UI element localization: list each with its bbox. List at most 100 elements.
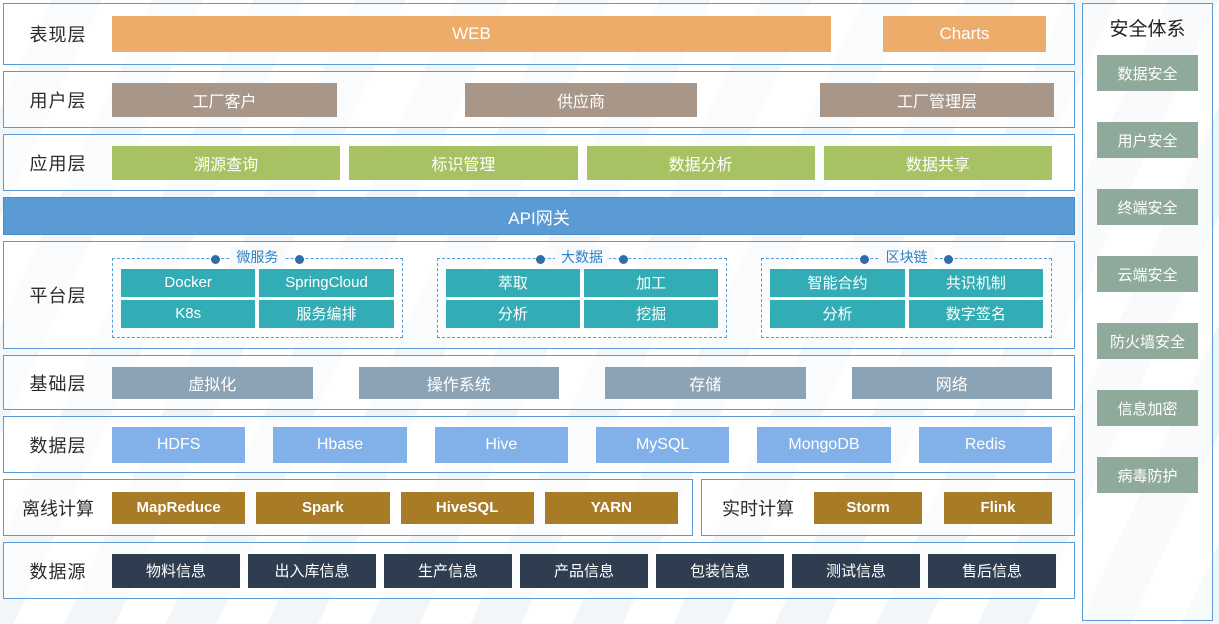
chip-smart-contract[interactable]: 智能合约 [770, 268, 905, 297]
panel-offline-compute: 离线计算 MapReduce Spark HiveSQL YARN [3, 479, 693, 536]
security-item-data[interactable]: 数据安全 [1097, 55, 1198, 91]
chip-factory-management[interactable]: 工厂管理层 [820, 82, 1054, 117]
panel-offline-compute-label: 离线计算 [22, 498, 94, 519]
connector-dot-right-icon [619, 254, 629, 264]
connector-dot-right-icon [294, 254, 304, 264]
security-item-encryption[interactable]: 信息加密 [1097, 390, 1198, 426]
security-item-firewall[interactable]: 防火墙安全 [1097, 323, 1198, 359]
chip-warehouse-info[interactable]: 出入库信息 [248, 553, 376, 588]
chip-data-sharing[interactable]: 数据共享 [823, 145, 1052, 180]
chip-testing-info[interactable]: 测试信息 [792, 553, 920, 588]
chip-yarn[interactable]: YARN [544, 491, 678, 524]
chip-aftersales-info[interactable]: 售后信息 [928, 553, 1056, 588]
connector-dot-left-icon [211, 254, 221, 264]
layer-data: 数据层 HDFS Hbase Hive MySQL MongoDB Redis [3, 416, 1075, 473]
layer-user: 用户层 工厂客户 供应商 工厂管理层 [3, 71, 1075, 128]
chip-flink[interactable]: Flink [944, 491, 1052, 524]
chip-analysis-blockchain[interactable]: 分析 [770, 299, 905, 328]
compute-row: 离线计算 MapReduce Spark HiveSQL YARN 实时计算 S… [3, 479, 1075, 536]
chip-hive[interactable]: Hive [434, 426, 568, 463]
chip-consensus[interactable]: 共识机制 [908, 268, 1044, 297]
panel-realtime-compute: 实时计算 Storm Flink [701, 479, 1075, 536]
chip-hbase[interactable]: Hbase [273, 426, 407, 463]
layer-data-source-label: 数据源 [29, 561, 87, 582]
chip-mysql[interactable]: MySQL [595, 426, 730, 463]
security-item-antivirus[interactable]: 病毒防护 [1097, 457, 1198, 493]
platform-group-row: Docker SpringCloud [121, 268, 394, 297]
platform-group-blockchain: 区块链 智能合约 共识机制 分析 数字签名 [761, 247, 1053, 338]
panel-realtime-compute-items: Storm Flink [814, 491, 1074, 524]
chip-extract[interactable]: 萃取 [445, 268, 581, 297]
chip-charts[interactable]: Charts [883, 16, 1046, 52]
chip-spark[interactable]: Spark [256, 491, 390, 524]
connector-dot-right-icon [943, 254, 953, 264]
chip-trace-query[interactable]: 溯源查询 [112, 145, 341, 180]
chip-network[interactable]: 网络 [851, 366, 1052, 399]
chip-k8s[interactable]: K8s [121, 299, 256, 328]
security-item-user[interactable]: 用户安全 [1097, 122, 1198, 158]
architecture-stack: 表现层 WEB Charts 用户层 工厂客户 供应商 工厂管理层 应用层 溯源… [3, 3, 1075, 621]
platform-group-bigdata-title: 大数据 [555, 247, 609, 267]
layer-presentation: 表现层 WEB Charts [3, 3, 1075, 65]
chip-service-orchestration[interactable]: 服务编排 [259, 299, 394, 328]
layer-presentation-items: WEB Charts [112, 4, 1074, 64]
platform-group-microservice-title: 微服务 [230, 247, 285, 267]
platform-group-bigdata: 大数据 萃取 加工 分析 挖掘 [436, 247, 728, 338]
chip-storage[interactable]: 存储 [605, 366, 806, 399]
chip-digital-signature[interactable]: 数字签名 [908, 299, 1044, 328]
chip-storm[interactable]: Storm [814, 491, 922, 524]
layer-application-items: 溯源查询 标识管理 数据分析 数据共享 [112, 135, 1074, 190]
chip-docker[interactable]: Docker [121, 268, 256, 297]
layer-infrastructure-items: 虚拟化 操作系统 存储 网络 [112, 356, 1074, 409]
chip-packaging-info[interactable]: 包装信息 [656, 553, 784, 588]
chip-analysis-bigdata[interactable]: 分析 [445, 299, 581, 328]
layer-application-label: 应用层 [29, 153, 87, 174]
chip-supplier[interactable]: 供应商 [465, 82, 697, 117]
layer-data-source-items: 物料信息 出入库信息 生产信息 产品信息 包装信息 测试信息 售后信息 [112, 543, 1074, 598]
chip-material-info[interactable]: 物料信息 [112, 553, 240, 588]
api-gateway-bar[interactable]: API网关 [3, 197, 1075, 235]
layer-platform-groups: 微服务 Docker SpringCloud K8s 服务编排 大数据 [112, 242, 1074, 348]
layer-presentation-label: 表现层 [29, 25, 87, 45]
chip-mapreduce[interactable]: MapReduce [112, 491, 246, 524]
security-item-cloud[interactable]: 云端安全 [1097, 256, 1198, 292]
platform-group-row: 智能合约 共识机制 [770, 268, 1044, 297]
layer-infrastructure: 基础层 虚拟化 操作系统 存储 网络 [3, 355, 1075, 410]
chip-redis[interactable]: Redis [918, 426, 1052, 463]
platform-group-row: 分析 数字签名 [770, 299, 1044, 328]
layer-data-items: HDFS Hbase Hive MySQL MongoDB Redis [112, 417, 1074, 472]
connector-dot-left-icon [535, 254, 545, 264]
security-panel-title: 安全体系 [1109, 19, 1186, 40]
panel-realtime-compute-label: 实时计算 [722, 498, 794, 519]
chip-product-info[interactable]: 产品信息 [520, 553, 648, 588]
layer-platform: 平台层 微服务 Docker SpringCloud K8s 服务编排 [3, 241, 1075, 349]
panel-offline-compute-items: MapReduce Spark HiveSQL YARN [112, 491, 692, 524]
chip-hdfs[interactable]: HDFS [112, 426, 246, 463]
chip-mongodb[interactable]: MongoDB [757, 426, 891, 463]
layer-application: 应用层 溯源查询 标识管理 数据分析 数据共享 [3, 134, 1075, 191]
security-item-terminal[interactable]: 终端安全 [1097, 189, 1198, 225]
platform-group-blockchain-title: 区块链 [879, 247, 934, 267]
chip-mining[interactable]: 挖掘 [584, 299, 719, 328]
layer-data-label: 数据层 [29, 435, 87, 456]
layer-user-items: 工厂客户 供应商 工厂管理层 [112, 72, 1076, 127]
connector-dot-left-icon [860, 254, 870, 264]
chip-identity-management[interactable]: 标识管理 [349, 145, 578, 180]
layer-user-label: 用户层 [29, 90, 87, 111]
chip-data-analysis[interactable]: 数据分析 [586, 145, 815, 180]
chip-springcloud[interactable]: SpringCloud [259, 268, 394, 297]
platform-group-row: K8s 服务编排 [121, 299, 394, 328]
chip-web[interactable]: WEB [112, 16, 831, 52]
platform-group-row: 分析 挖掘 [445, 299, 719, 328]
layer-data-source: 数据源 物料信息 出入库信息 生产信息 产品信息 包装信息 测试信息 售后信息 [3, 542, 1075, 599]
chip-hivesql[interactable]: HiveSQL [400, 491, 534, 524]
chip-virtualization[interactable]: 虚拟化 [112, 366, 313, 399]
platform-group-microservice: 微服务 Docker SpringCloud K8s 服务编排 [112, 247, 403, 338]
security-panel: 安全体系 数据安全 用户安全 终端安全 云端安全 防火墙安全 信息加密 病毒防护 [1082, 3, 1213, 621]
layer-infrastructure-label: 基础层 [29, 373, 87, 394]
chip-process[interactable]: 加工 [584, 268, 719, 297]
chip-production-info[interactable]: 生产信息 [384, 553, 512, 588]
chip-operating-system[interactable]: 操作系统 [358, 366, 559, 399]
chip-factory-customer[interactable]: 工厂客户 [112, 82, 337, 117]
